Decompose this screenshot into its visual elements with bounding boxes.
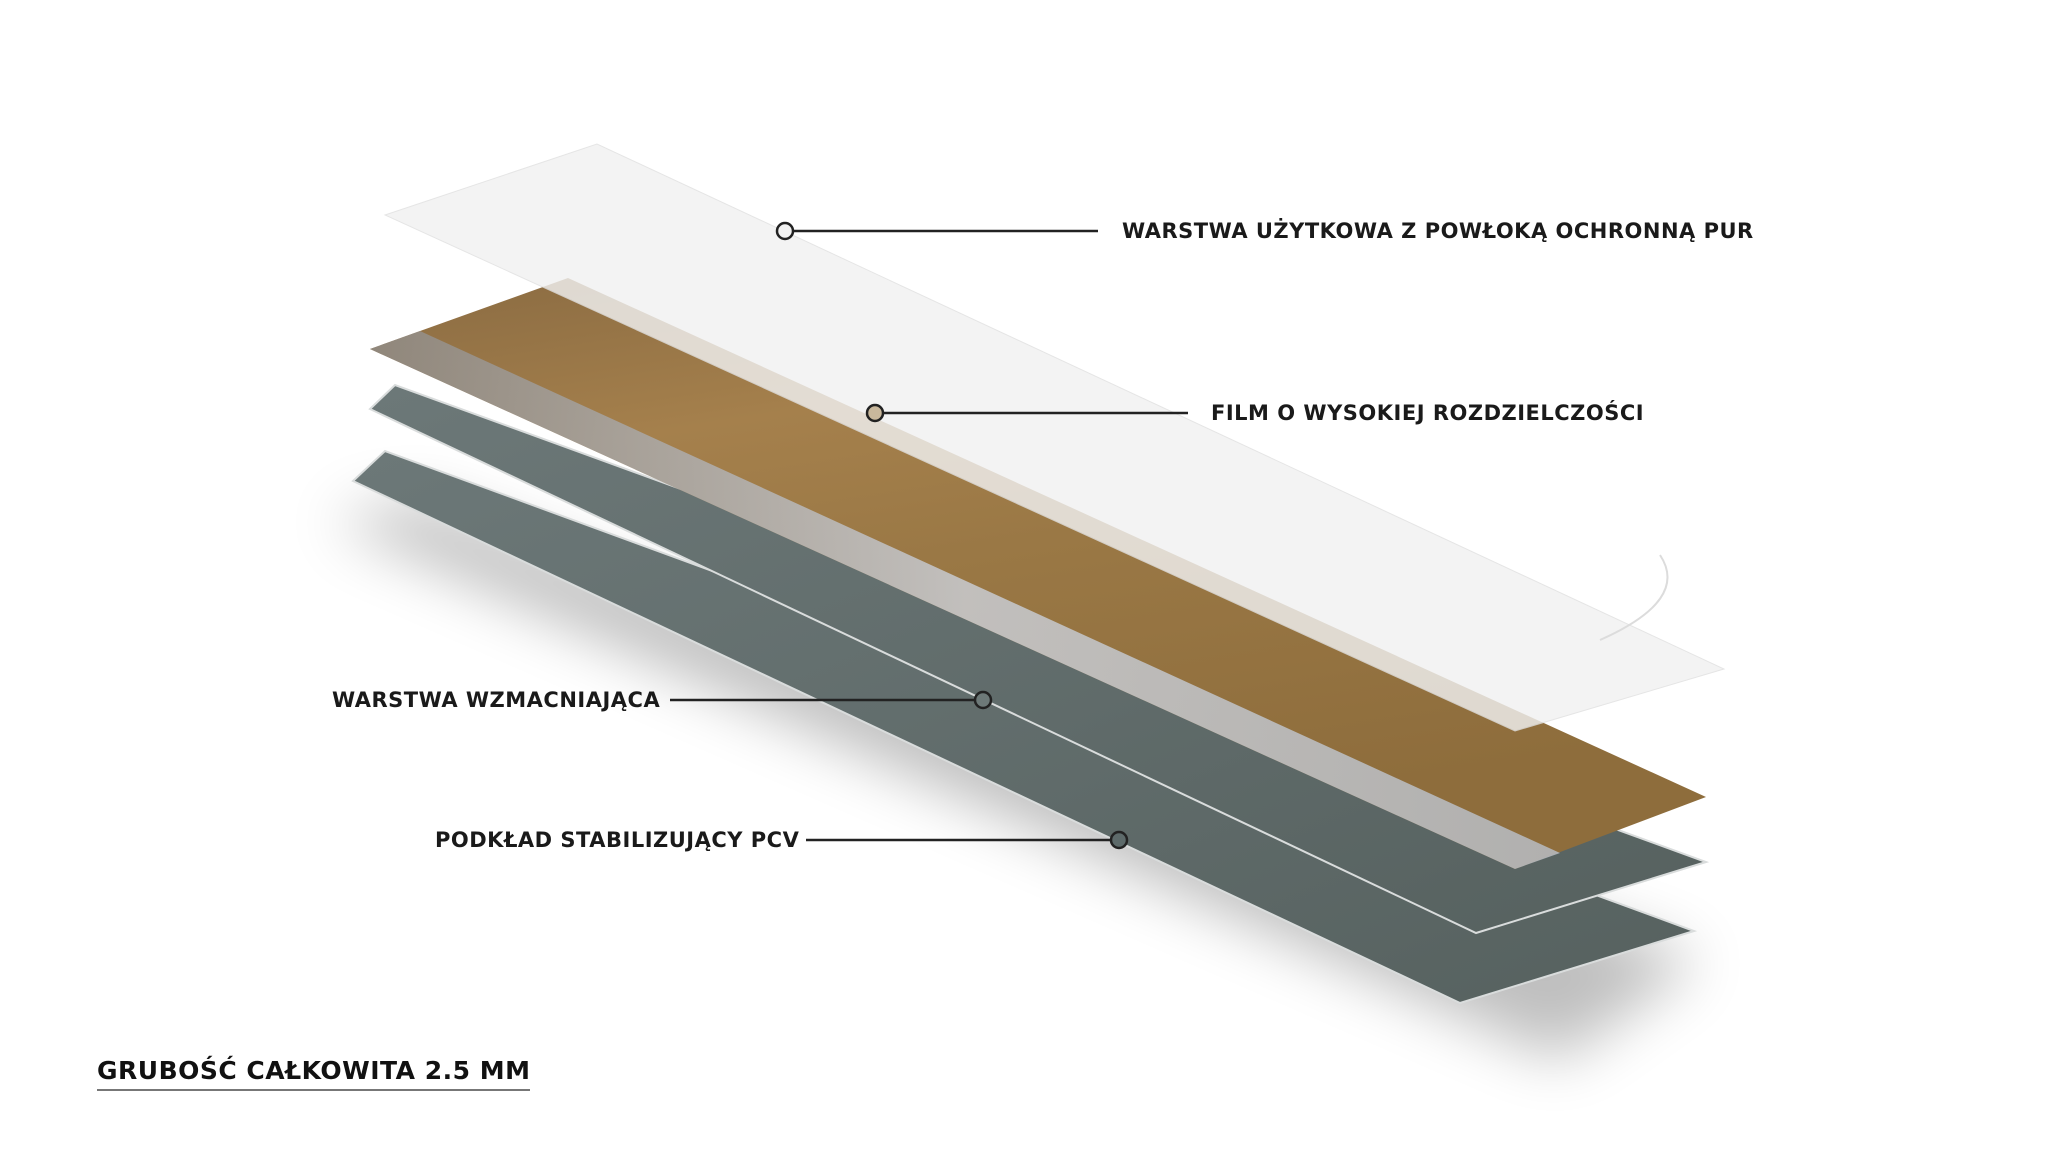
wear-layer <box>383 143 1726 732</box>
label-wear-layer: WARSTWA UŻYTKOWA Z POWŁOKĄ OCHRONNĄ PUR <box>1122 219 1754 243</box>
wear-layer-curl <box>1599 554 1669 641</box>
label-film-layer: FILM O WYSOKIEJ ROZDZIELCZOŚCI <box>1211 401 1645 425</box>
decor-film-layer <box>370 278 1706 869</box>
decor-film-light-edge <box>370 331 1560 869</box>
marker-dot-pcv <box>1109 830 1129 850</box>
label-pcv-layer: PODKŁAD STABILIZUJĄCY PCV <box>435 828 800 852</box>
marker-dot-film <box>865 403 885 423</box>
total-thickness: GRUBOŚĆ CAŁKOWITA 2.5 MM <box>97 1056 531 1091</box>
marker-dot-reinforce <box>973 690 993 710</box>
marker-dot-wear <box>775 221 795 241</box>
label-reinforcing-layer: WARSTWA WZMACNIAJĄCA <box>332 688 661 712</box>
